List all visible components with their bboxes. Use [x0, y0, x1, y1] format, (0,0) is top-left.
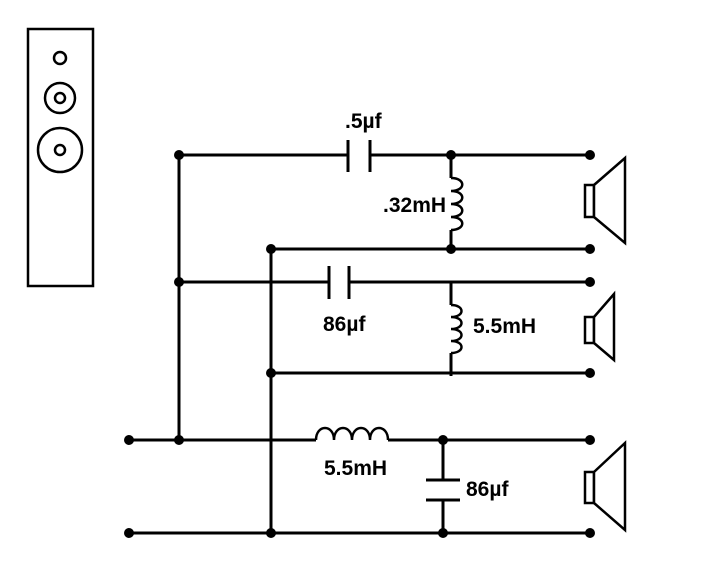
tweeter-capacitor: [346, 140, 372, 172]
midrange-inductor-label: 5.5mH: [473, 315, 536, 338]
woofer-inductor-label: 5.5mH: [324, 457, 387, 480]
woofer-capacitor: [426, 478, 460, 502]
woofer-inductor: [314, 426, 390, 441]
midrange-speaker-icon: [583, 290, 616, 363]
woofer-branch: [314, 426, 627, 533]
junction-nodes: [124, 150, 595, 538]
woofer-speaker-icon: [583, 440, 627, 533]
woofer-capacitor-label: 86µf: [466, 478, 509, 501]
midrange-capacitor: [327, 266, 351, 299]
tweeter-inductor: [450, 176, 464, 232]
midrange-inductor: [450, 303, 463, 355]
tweeter-inductor-label: .32mH: [383, 194, 446, 217]
midrange-capacitor-label: 86µf: [323, 313, 366, 336]
tweeter-capacitor-label: .5µf: [345, 110, 383, 133]
speaker-cabinet-icon: [26, 27, 95, 288]
tweeter-branch: [179, 140, 627, 251]
tweeter-speaker-icon: [583, 155, 627, 246]
midrange-branch: [179, 266, 616, 376]
